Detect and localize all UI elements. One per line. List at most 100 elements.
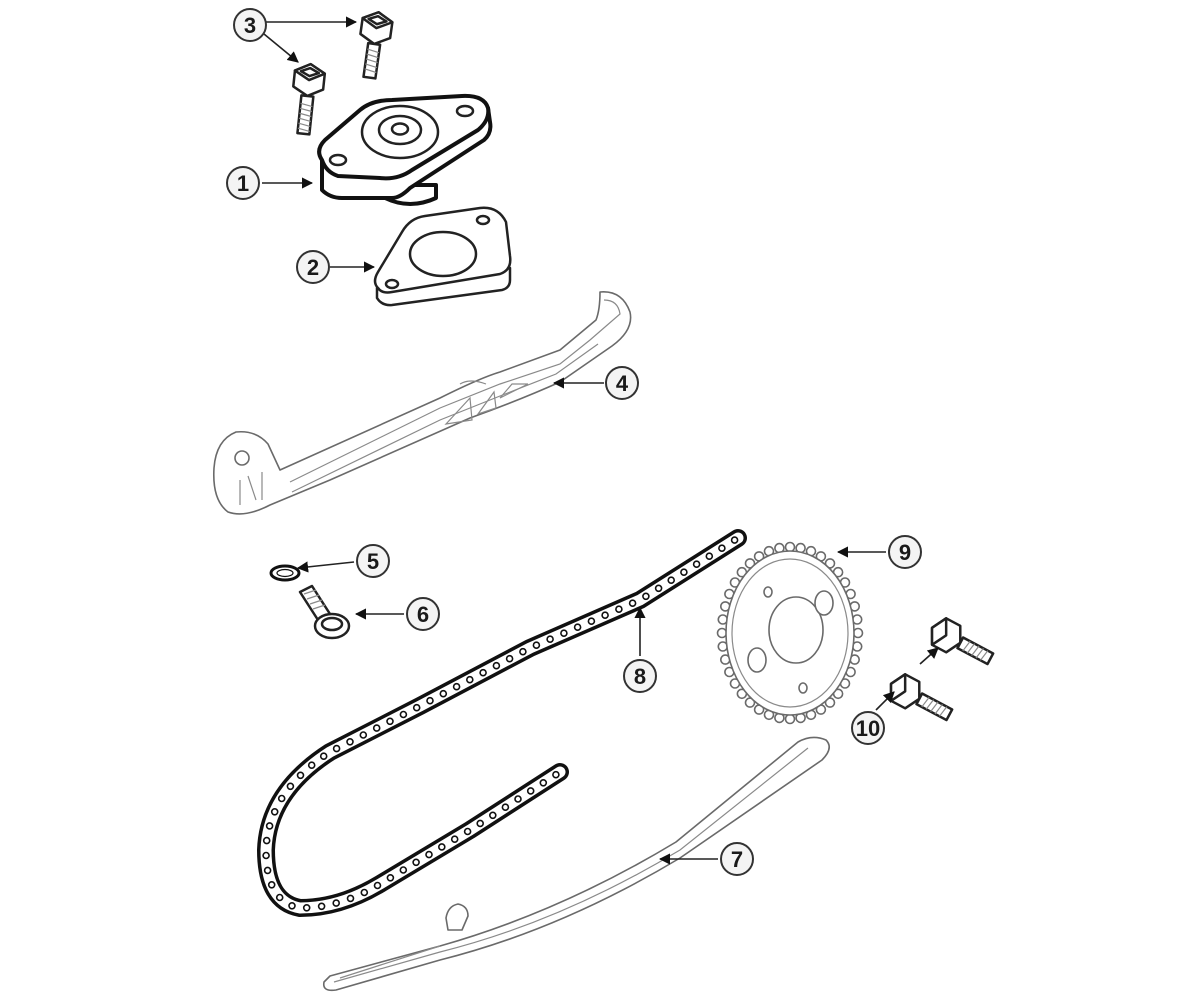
sprocket-bolt-upper-icon: [930, 617, 995, 666]
chain-link-pin: [372, 724, 381, 732]
chain-link-pin: [386, 717, 394, 726]
chain-link-pin: [587, 617, 596, 626]
callout-1-label: 1: [237, 171, 249, 196]
chain-link-pin: [463, 827, 472, 836]
chain-link-pin: [552, 770, 560, 779]
chain-link-pin: [560, 629, 568, 638]
chain-link-pin: [654, 584, 663, 593]
chain-link-pin: [692, 560, 701, 569]
callout-7: 7: [720, 842, 754, 876]
timing-chain-icon: [257, 529, 747, 917]
chain-link-pin: [705, 552, 714, 561]
callout-9: 9: [888, 535, 922, 569]
chain-link-pin: [302, 903, 311, 912]
callout-10-label: 10: [856, 716, 880, 741]
chain-link-pin: [519, 647, 527, 656]
chain-link-pin: [359, 731, 368, 739]
callout-5-label: 5: [367, 549, 379, 574]
chain-link-pin: [615, 605, 623, 614]
chain-link-pin: [275, 893, 284, 902]
chain-link-pin: [386, 873, 395, 882]
chain-link-pin: [319, 752, 328, 761]
bolt-lower-icon: [292, 62, 327, 136]
callout-8: 8: [623, 659, 657, 693]
leader-lines: [262, 16, 939, 865]
callout-5: 5: [356, 544, 390, 578]
chain-link-pin: [667, 576, 676, 585]
chain-link-pin: [317, 902, 326, 911]
callout-2-label: 2: [307, 255, 319, 280]
gasket-icon: [373, 206, 512, 307]
chain-link-pin: [332, 744, 341, 753]
chain-link-pin: [277, 794, 286, 803]
chain-link-pin: [288, 901, 296, 910]
callout-6-label: 6: [417, 602, 429, 627]
chain-link-pin: [479, 668, 487, 677]
leader-5: [296, 561, 355, 573]
callout-1: 1: [226, 166, 260, 200]
chain-link-pin: [262, 851, 270, 860]
chain-link-pin: [360, 888, 369, 897]
callout-4: 4: [605, 366, 639, 400]
chain-link-pin: [488, 811, 497, 820]
chain-link-pin: [642, 592, 650, 601]
chain-link-pin: [412, 703, 421, 712]
chain-link-pin: [730, 536, 739, 544]
chain-link-pin: [426, 696, 434, 705]
chain-link-pin: [425, 850, 433, 859]
chain-link-pin: [399, 866, 408, 874]
callout-7-label: 7: [731, 847, 743, 872]
sprocket-bolt-lower-icon: [889, 673, 954, 722]
leader-10b: [875, 691, 895, 711]
chain-link-pin: [476, 819, 485, 828]
chain-link-pin: [437, 843, 446, 851]
chain-link-pin: [332, 899, 341, 907]
chain-link-pin: [628, 599, 637, 608]
chain-link-pin: [465, 675, 474, 684]
tensioner-housing-icon: [317, 93, 493, 206]
leader-10a: [919, 647, 939, 665]
callout-6: 6: [406, 597, 440, 631]
circlip-icon: [269, 564, 301, 582]
sprocket-tooth: [716, 627, 728, 639]
chain-link-pin: [573, 623, 582, 632]
chain-link-pin: [526, 787, 535, 795]
callout-3: 3: [233, 8, 267, 42]
chain-link-pin: [270, 807, 279, 816]
sprocket-tooth: [852, 627, 864, 639]
chain-link-pin: [263, 866, 272, 875]
callout-4-label: 4: [616, 371, 629, 396]
chain-link-pin: [346, 894, 355, 903]
chain-link-pin: [412, 858, 420, 867]
chain-link-pin: [514, 795, 522, 803]
chain-link-pin: [262, 836, 271, 845]
leader-3b: [263, 33, 299, 63]
chain-link-pin: [296, 771, 305, 780]
chain-link-pin: [373, 881, 382, 890]
chain-link-pin: [265, 822, 274, 830]
chain-link-pin: [452, 682, 461, 691]
chain-link-pin: [601, 611, 609, 620]
chain-link-pin: [492, 661, 501, 670]
chain-link-pin: [539, 778, 548, 787]
chain-link-pin: [501, 803, 510, 812]
bolt-upper-icon: [359, 11, 394, 80]
upper-chain-guide-icon: [212, 291, 632, 515]
sprocket-tooth: [784, 713, 796, 725]
chain-link-pin: [346, 737, 354, 746]
chain-link-pin: [505, 654, 514, 663]
chain-link-pin: [439, 689, 448, 698]
chain-link-pin: [286, 782, 295, 791]
callout-2: 2: [296, 250, 330, 284]
callout-9-label: 9: [899, 540, 911, 565]
camshaft-sprocket-icon: [716, 541, 864, 725]
callout-10: 10: [851, 711, 885, 745]
sprocket-tooth: [784, 541, 796, 553]
chain-link-pin: [680, 568, 688, 577]
chain-link-pin: [450, 835, 459, 844]
chain-link-pin: [399, 710, 408, 719]
guide-pin-icon: [298, 584, 351, 640]
callout-3-label: 3: [244, 13, 256, 38]
